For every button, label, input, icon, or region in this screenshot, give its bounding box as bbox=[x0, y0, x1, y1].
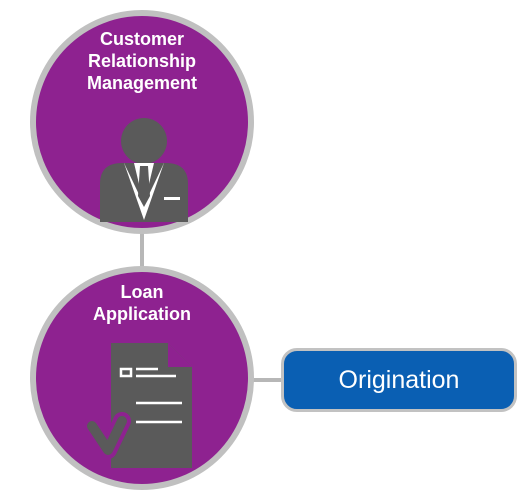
loan-label-line-2: Application bbox=[93, 304, 191, 324]
crm-label-line-2: Relationship bbox=[87, 51, 196, 71]
businessman-icon bbox=[100, 118, 188, 222]
crm-label-line-1: Customer bbox=[99, 29, 184, 49]
origination-node[interactable]: Origination bbox=[281, 348, 517, 412]
document-checkmark-icon bbox=[83, 343, 192, 468]
loan-application-node-label: Loan Application bbox=[52, 281, 232, 325]
crm-label-line-3: Management bbox=[86, 73, 198, 93]
loan-application-node bbox=[30, 266, 254, 490]
crm-node-label: Customer Relationship Management bbox=[52, 28, 232, 94]
origination-label: Origination bbox=[338, 365, 460, 394]
crm-node bbox=[30, 10, 254, 234]
loan-label-line-1: Loan bbox=[120, 282, 164, 302]
